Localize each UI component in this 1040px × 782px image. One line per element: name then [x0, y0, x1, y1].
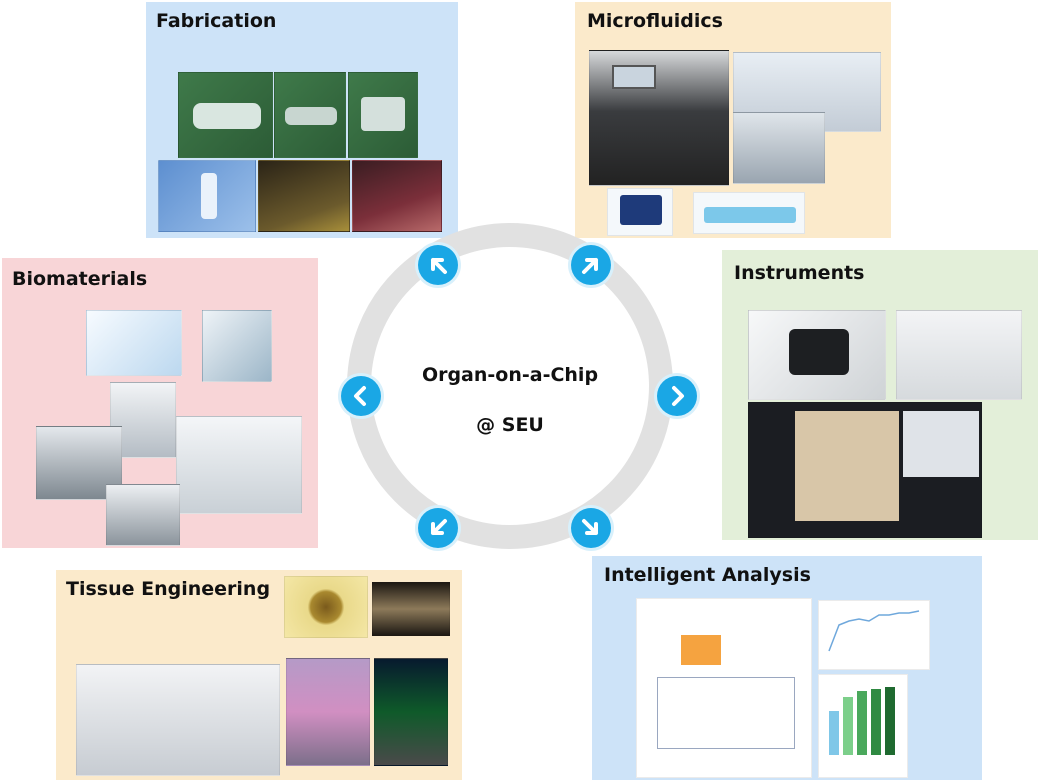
histology-grid	[286, 658, 370, 766]
chip-array-render	[693, 192, 805, 234]
panel-intelligent-analysis: Intelligent Analysis	[592, 556, 982, 780]
central-ring	[347, 223, 673, 549]
chip-photo-1	[178, 72, 273, 158]
chevron-up-right-icon	[582, 258, 598, 274]
center-title: Organ-on-a-Chip	[421, 364, 599, 386]
product-box-photo	[86, 310, 182, 376]
panel-title-instruments: Instruments	[734, 262, 865, 284]
product-bag-photo	[202, 310, 272, 382]
panel-title-tissue-engineering: Tissue Engineering	[66, 578, 271, 600]
panel-title-microfluidics: Microfluidics	[587, 10, 723, 32]
training-curve-chart	[818, 600, 930, 670]
pump-device-photo	[733, 112, 825, 184]
panel-microfluidics: Microfluidics	[575, 2, 891, 238]
panel-biomaterials: Biomaterials	[2, 258, 318, 548]
nav-arrow-right[interactable]	[657, 376, 697, 416]
nav-arrow-left[interactable]	[341, 376, 381, 416]
instrument-device-photo	[748, 310, 886, 400]
channel-micrograph	[372, 582, 450, 636]
chip-photo-2	[274, 72, 346, 158]
chip-photo-3	[348, 72, 418, 158]
chevron-left-icon	[354, 386, 366, 406]
analysis-software-screen	[748, 402, 982, 538]
nav-arrow-down-left[interactable]	[418, 508, 458, 548]
nav-arrow-down-right[interactable]	[571, 508, 611, 548]
facility-photo	[176, 416, 302, 514]
chevron-down-right-icon	[582, 519, 598, 535]
freeze-dryer-photo	[106, 484, 180, 546]
fluorescence-grid	[374, 658, 448, 766]
nav-arrow-up-left[interactable]	[418, 245, 458, 285]
chevron-up-left-icon	[431, 258, 447, 274]
nav-arrow-up-right[interactable]	[571, 245, 611, 285]
panel-title-biomaterials: Biomaterials	[12, 268, 148, 290]
chip-holder-photo	[607, 188, 673, 236]
laser-photo	[258, 160, 350, 232]
hand-chip-photo	[158, 160, 256, 232]
panel-instruments: Instruments	[722, 250, 1038, 540]
chevron-down-left-icon	[431, 519, 447, 535]
panel-tissue-engineering: Tissue Engineering	[56, 570, 462, 780]
panel-title-intelligent-analysis: Intelligent Analysis	[604, 564, 811, 586]
chevron-right-icon	[672, 386, 684, 406]
spheroid-micrograph	[284, 576, 368, 638]
printer-photo	[352, 160, 442, 232]
panel-title-fabrication: Fabrication	[156, 10, 277, 32]
center-subtitle: @ SEU	[476, 414, 544, 436]
accuracy-bar-chart	[818, 674, 908, 778]
pump-station-photo	[589, 50, 729, 186]
reagent-bottles-photo	[896, 310, 1022, 400]
tissue-lab-photo	[76, 664, 280, 776]
panel-fabrication: Fabrication	[146, 2, 458, 238]
network-architecture-diagram	[636, 598, 812, 778]
